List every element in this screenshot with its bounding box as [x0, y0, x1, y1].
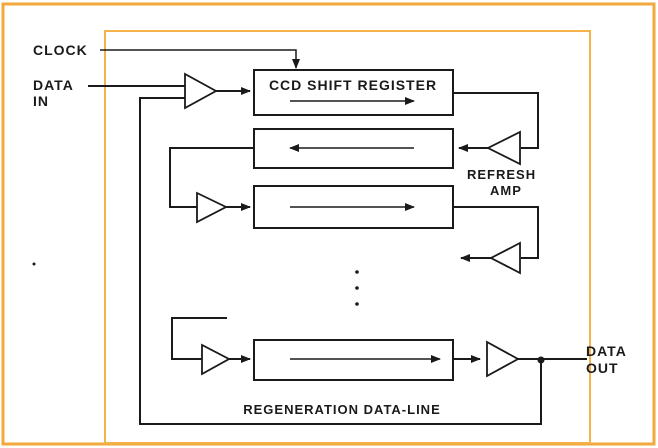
- data-in-label-line2: IN: [33, 93, 49, 109]
- clock-label: CLOCK: [33, 42, 88, 58]
- amp-2-icon: [196, 191, 229, 224]
- refresh-loop-3-wire: [453, 206, 539, 259]
- regeneration-label: REGENERATION DATA-LINE: [243, 402, 441, 417]
- regeneration-data-line-wire: [139, 97, 542, 425]
- clock-wire: [100, 49, 300, 69]
- output-amp-icon: [486, 340, 520, 378]
- refresh-loop-1-wire: [453, 92, 539, 149]
- shift-register-label: CCD SHIFT REGISTER: [269, 77, 437, 93]
- stray-dot: [32, 262, 36, 266]
- refresh-amp-label-line2: AMP: [490, 183, 522, 198]
- refresh-amp-1-icon: [485, 130, 521, 166]
- register-n: [253, 339, 454, 381]
- refresh-amp-3-icon: [489, 241, 521, 275]
- loop-n-wire: [171, 317, 227, 360]
- data-out-label-line1: DATA: [586, 343, 627, 359]
- ccd-shift-register: [253, 69, 454, 116]
- amp-n-icon: [201, 343, 231, 376]
- refresh-amp-label-line1: REFRESH: [467, 167, 536, 182]
- ellipsis-dot-3: [355, 302, 359, 306]
- input-amp-icon: [184, 72, 218, 110]
- data-in-label-line1: DATA: [33, 77, 74, 93]
- data-out-label-line2: OUT: [586, 360, 619, 376]
- inner-frame: [104, 30, 591, 444]
- ellipsis-dot-2: [355, 286, 359, 290]
- loop-2-wire: [169, 147, 254, 208]
- ellipsis-dot-1: [355, 270, 359, 274]
